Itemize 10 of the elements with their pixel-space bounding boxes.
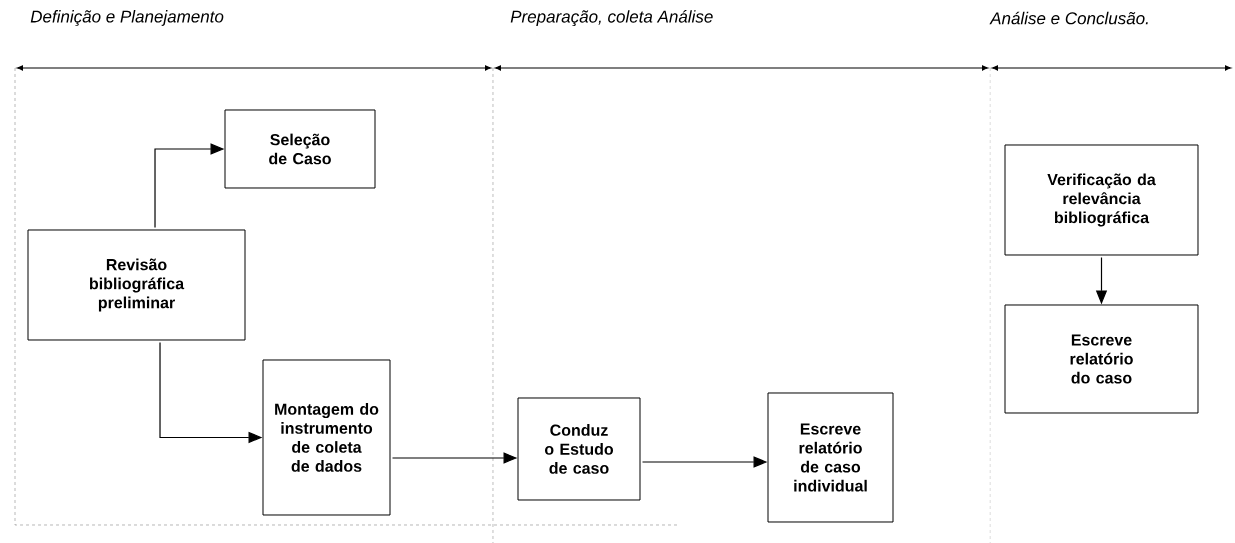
process-box: Escreve relatório do caso: [1004, 304, 1199, 414]
process-box: Verificação da relevância bibliográfica: [1004, 144, 1199, 256]
phase-heading: Definição e Planejamento: [30, 10, 224, 26]
process-box: Montagem do instrumento de coleta de dados: [262, 359, 391, 516]
phase-heading: Preparação, coleta Análise: [510, 10, 713, 26]
process-box: Conduz o Estudo de caso: [517, 397, 641, 501]
phase-heading: Análise e Conclusão.: [989, 11, 1148, 25]
process-box: Escreve relatório de caso individual: [767, 392, 894, 523]
process-box: Seleção de Caso: [224, 109, 376, 189]
process-box: Revisão bibliográfica preliminar: [27, 229, 246, 341]
